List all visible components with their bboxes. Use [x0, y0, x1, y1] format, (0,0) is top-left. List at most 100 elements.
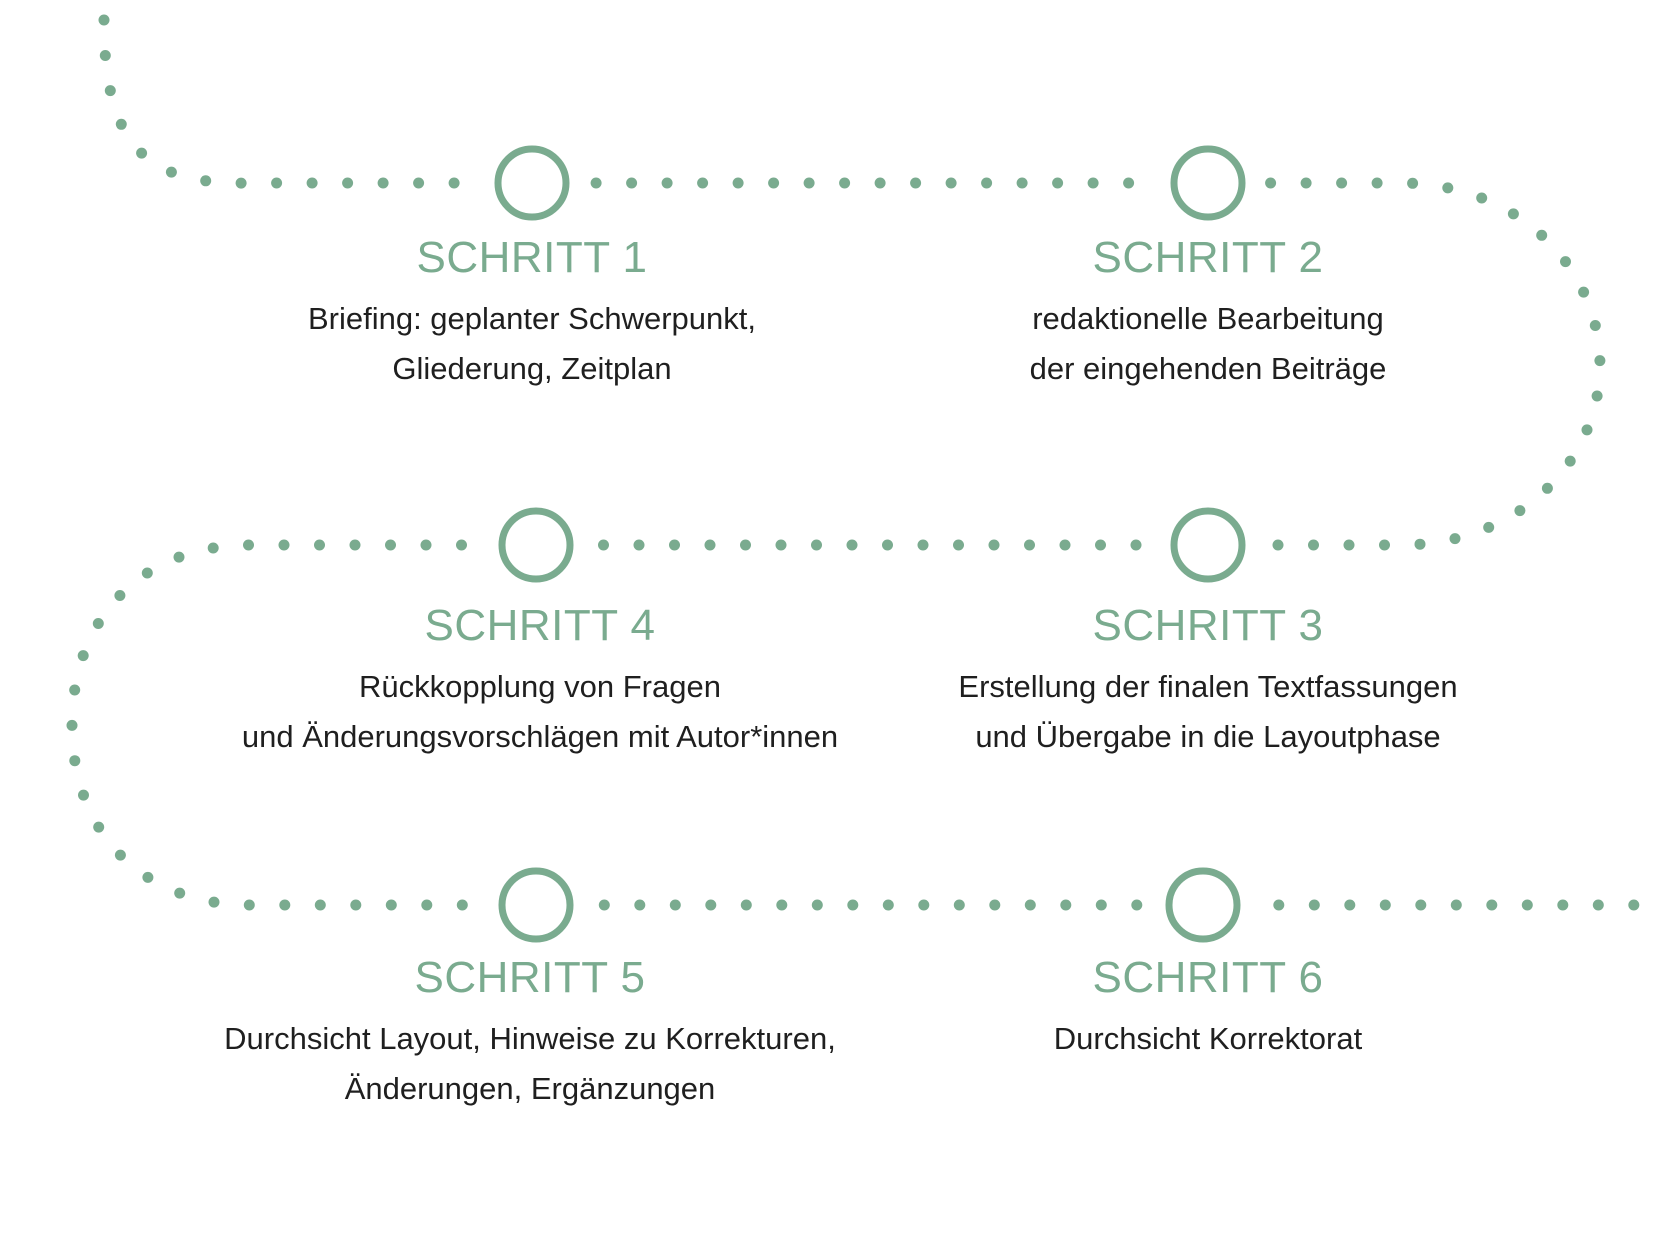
step-3-title: SCHRITT 3 [1092, 601, 1324, 650]
path-dot [740, 899, 752, 911]
path-dot [882, 899, 894, 911]
path-dot [705, 899, 717, 911]
step-2-line-1: redaktionelle Bearbeitung [1032, 301, 1384, 336]
step-3-description: Erstellung der finalen Textfassungen und… [828, 662, 1588, 762]
path-dot [114, 849, 126, 861]
step-2-description: redaktionelle Bearbeitung der eingehende… [828, 294, 1588, 394]
path-dot [634, 899, 646, 911]
path-dot [1016, 177, 1028, 189]
path-dot [1095, 899, 1107, 911]
path-dot [93, 821, 105, 833]
path-dot [1407, 177, 1419, 189]
path-dot [775, 539, 787, 551]
path-dot [1308, 899, 1320, 911]
path-dot [1123, 177, 1135, 189]
step-4-description: Rückkopplung von Fragen und Änderungsvor… [160, 662, 920, 762]
step-1-line-1: Briefing: geplanter Schwerpunkt, [307, 301, 757, 336]
path-dot [385, 899, 397, 911]
step-4: SCHRITT 4 Rückkopplung von Fragen und Än… [160, 598, 920, 762]
path-dot [99, 50, 111, 61]
path-dot [1536, 229, 1548, 241]
path-dot [342, 177, 354, 189]
path-dot [910, 177, 922, 189]
path-dot [165, 166, 177, 178]
path-dot [78, 789, 89, 801]
step-1: SCHRITT 1 Briefing: geplanter Schwerpunk… [152, 230, 912, 394]
path-dot [420, 539, 432, 551]
step-5: SCHRITT 5 Durchsicht Layout, Hinweise zu… [150, 950, 910, 1114]
step-3-marker [1170, 507, 1246, 583]
path-dot [279, 899, 291, 911]
path-dot [1052, 177, 1064, 189]
path-dot [590, 177, 602, 189]
path-dot [142, 871, 154, 883]
path-dot [448, 177, 460, 189]
path-dot [1442, 182, 1454, 194]
path-dot [1578, 286, 1590, 298]
path-dot [1087, 177, 1099, 189]
path-dot [846, 539, 858, 551]
path-dot [208, 896, 220, 908]
path-dot [173, 551, 185, 563]
path-dot [385, 539, 396, 551]
path-dot [1591, 390, 1603, 402]
path-dot [626, 177, 638, 189]
path-dot [98, 14, 110, 26]
step-2-line-2: der eingehenden Beiträge [1029, 351, 1387, 386]
path-dot [1343, 539, 1355, 551]
step-5-line-1: Durchsicht Layout, Hinweise zu Korrektur… [224, 1021, 836, 1056]
path-dot [1449, 533, 1461, 545]
path-dot [1483, 521, 1495, 533]
path-dot [77, 650, 89, 662]
path-dot [1521, 899, 1533, 911]
path-dot [1557, 899, 1569, 911]
step-5-description: Durchsicht Layout, Hinweise zu Korrektur… [150, 1014, 910, 1114]
path-dot [1581, 424, 1593, 436]
path-dot [456, 539, 467, 551]
path-dot [115, 118, 127, 130]
path-dot [811, 539, 822, 551]
path-dot [1415, 899, 1427, 911]
path-dot [92, 618, 104, 629]
path-dot [918, 899, 930, 911]
step-1-title: SCHRITT 1 [416, 233, 648, 282]
path-dot [1265, 177, 1277, 189]
path-dot [456, 899, 468, 911]
path-dot [306, 177, 318, 189]
path-dot [661, 177, 673, 189]
path-dots [66, 14, 1640, 911]
path-dot [776, 899, 788, 911]
path-dot [981, 177, 993, 189]
path-dot [1450, 899, 1462, 911]
step-2-title: SCHRITT 2 [1092, 233, 1324, 282]
path-dot [882, 539, 893, 551]
step-3-line-1: Erstellung der finalen Textfassungen [958, 669, 1458, 704]
path-dot [811, 899, 823, 911]
step-4-marker [498, 507, 574, 583]
path-dot [598, 539, 609, 551]
path-dot [1131, 899, 1143, 911]
path-dot [1379, 539, 1390, 551]
path-dot [669, 539, 680, 551]
path-dot [69, 755, 81, 767]
path-dot [200, 175, 212, 187]
path-dot [136, 147, 148, 159]
step-4-line-1: Rückkopplung von Fragen [359, 669, 721, 704]
path-dot [803, 177, 815, 189]
path-dot [314, 539, 325, 551]
path-dot [114, 590, 126, 601]
path-dot [847, 899, 859, 911]
path-dot [1560, 256, 1571, 268]
path-dot [669, 899, 681, 911]
path-dot [1564, 455, 1576, 467]
path-dot [1336, 177, 1348, 189]
path-dot [697, 177, 709, 189]
path-dot [271, 177, 283, 189]
path-dot [1095, 539, 1106, 551]
path-dot [1379, 899, 1391, 911]
path-dot [349, 539, 361, 551]
path-dot [1371, 177, 1383, 189]
path-dot [598, 899, 610, 911]
path-dot [174, 887, 186, 899]
step-6-marker [1165, 867, 1241, 943]
